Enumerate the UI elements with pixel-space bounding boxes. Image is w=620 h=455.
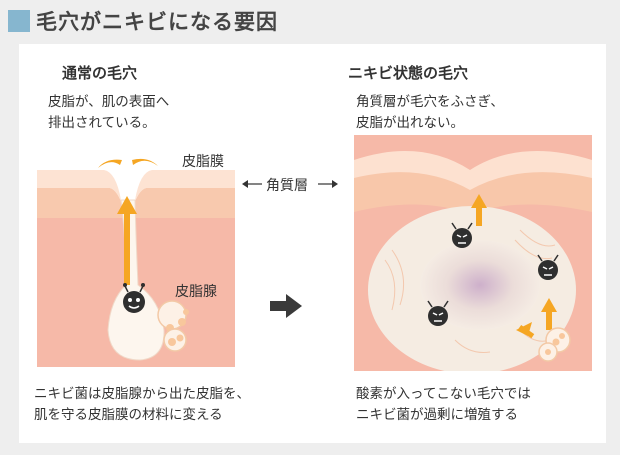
header: 毛穴がニキビになる要因 [8, 6, 278, 36]
acne-bacteria-angry-2 [537, 254, 559, 280]
left-heading: 通常の毛穴 [62, 64, 138, 82]
left-desc-line2: 排出されている。 [48, 115, 156, 131]
acne-bacteria-angry-1 [451, 222, 473, 248]
sebum-membrane-layer [37, 170, 235, 210]
sebum-droplet-right [132, 158, 158, 166]
stratum-corneum-band [37, 188, 235, 218]
label-sebaceous-gland: 皮脂腺 [175, 284, 217, 300]
label-sebum-membrane: 皮脂膜 [182, 154, 224, 170]
right-caption-line2: ニキビ菌が過剰に増殖する [356, 407, 518, 423]
sebaceous-gland-cluster [157, 300, 189, 352]
stratum-corneum-band-right [354, 169, 592, 214]
proliferation-arrows [471, 194, 557, 339]
left-caption-line1: ニキビ菌は皮脂腺から出た皮脂を、 [34, 386, 250, 402]
sebum-flow-arrow [117, 196, 137, 285]
title-accent-square [8, 10, 30, 32]
thickened-stratum-top [354, 151, 592, 190]
label-stratum-corneum: 角質層 [266, 178, 308, 194]
page-title: 毛穴がニキビになる要因 [36, 10, 278, 34]
left-desc-line1: 皮脂が、肌の表面へ [48, 94, 170, 110]
acne-bacteria-angry-3 [427, 300, 449, 326]
bacterial-mass [420, 240, 540, 330]
right-caption-line1: 酸素が入ってこない毛穴では [356, 386, 531, 402]
sebaceous-gland-cluster-right [538, 327, 571, 362]
right-desc-line2: 皮脂が出れない。 [356, 115, 464, 131]
sebum-droplet-left [98, 159, 122, 168]
acne-bacteria-friendly [123, 283, 145, 313]
right-desc-line1: 角質層が毛穴をふさぎ、 [356, 94, 504, 110]
right-heading: ニキビ状態の毛穴 [348, 64, 469, 82]
left-caption-line2: 肌を守る皮脂膜の材料に変える [34, 407, 223, 423]
